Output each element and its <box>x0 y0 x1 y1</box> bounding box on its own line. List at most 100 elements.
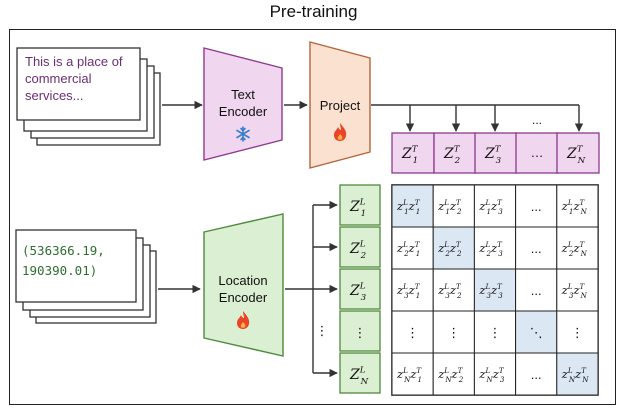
location-encoder-label-1: Location <box>218 273 267 288</box>
similarity-cell: ⋮ <box>473 310 517 354</box>
similarity-cell: ⋮ <box>556 310 599 354</box>
fire-icon <box>334 123 347 141</box>
text-embedding-cell: … <box>515 132 559 174</box>
similarity-placeholder: ⋮ <box>406 325 419 340</box>
similarity-placeholder: ⋮ <box>571 325 584 340</box>
project-label: Project <box>320 98 361 113</box>
location-input-card <box>15 229 137 303</box>
similarity-placeholder: ... <box>531 367 542 382</box>
text-input-line-2: commercial <box>25 71 92 86</box>
text-encoder-label-2: Encoder <box>219 104 268 119</box>
similarity-placeholder: ⋮ <box>447 325 460 340</box>
location-distribution-arrows <box>285 200 338 378</box>
location-input-stack: (536366.19, 190390.01) <box>15 229 157 324</box>
text-input-card <box>16 47 141 121</box>
location-embedding-vdots: ⋮ <box>354 325 367 340</box>
similarity-cell: ... <box>515 184 558 228</box>
location-input-line-2: 190390.01) <box>22 263 97 278</box>
text-encoder: Text Encoder <box>203 47 283 161</box>
similarity-placeholder: ... <box>531 283 542 298</box>
snowflake-icon <box>236 126 250 142</box>
similarity-cell: ... <box>515 226 558 270</box>
similarity-placeholder: ⋮ <box>489 325 502 340</box>
project-distribution-arrows <box>371 104 584 132</box>
fire-icon <box>237 311 250 329</box>
similarity-cell: ... <box>515 352 558 396</box>
text-input-line-3: services... <box>25 88 84 103</box>
similarity-placeholder: ⋱ <box>530 325 543 340</box>
vdots-arrows: ⋮ <box>316 323 329 338</box>
text-input-stack: This is a place of commercial services..… <box>16 47 161 146</box>
page-title: Pre-training <box>269 2 358 21</box>
similarity-cell: ... <box>515 268 558 312</box>
location-encoder-label-2: Encoder <box>219 290 268 305</box>
similarity-placeholder: ... <box>531 241 542 256</box>
project-layer: Project <box>309 41 371 169</box>
ellipsis-top: ... <box>532 113 542 127</box>
location-embedding-cell: ⋮ <box>339 310 381 352</box>
diagram-frame <box>9 29 616 405</box>
similarity-cell: ⋮ <box>432 310 475 354</box>
text-input-line-1: This is a place of <box>25 54 123 69</box>
similarity-cell: ⋮ <box>391 310 434 354</box>
text-embedding-ellipsis: … <box>531 145 544 160</box>
similarity-cell: ⋱ <box>515 310 558 354</box>
text-encoder-label-1: Text <box>231 87 255 102</box>
location-input-line-1: (536366.19, <box>22 243 105 258</box>
similarity-placeholder: ... <box>531 199 542 214</box>
location-encoder: Location Encoder <box>203 213 284 357</box>
